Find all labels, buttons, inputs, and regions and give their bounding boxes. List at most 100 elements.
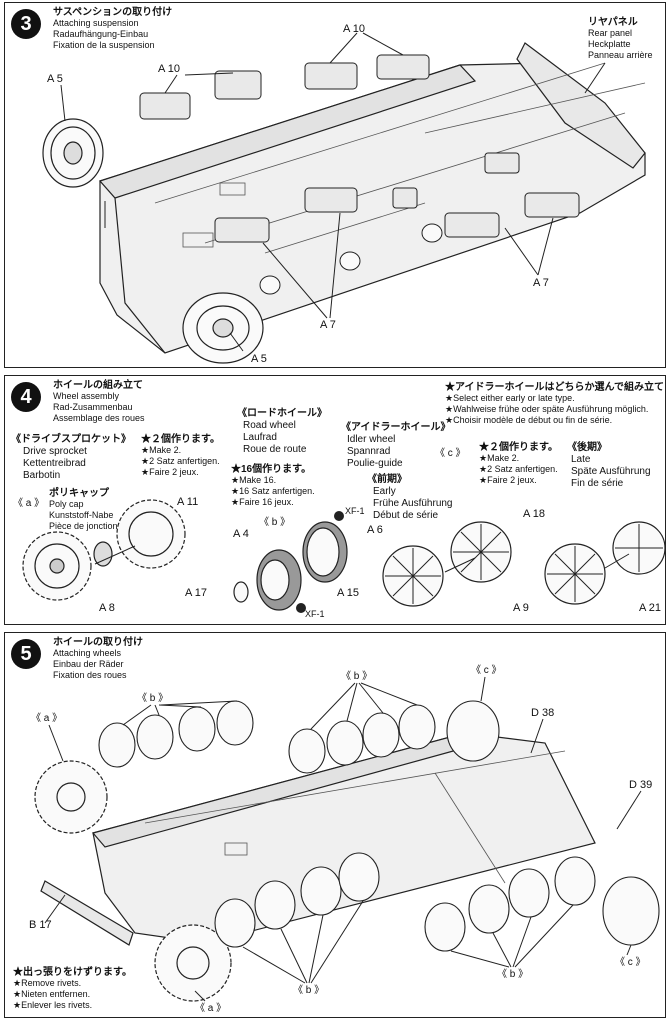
road-wheel-de: Laufrad <box>243 432 277 443</box>
step-number-badge: 5 <box>11 639 41 669</box>
make-2-fr: ★Faire 2 jeux. <box>479 475 537 485</box>
drive-sprocket-jp: 《ドライブスプロケット》 <box>11 434 131 445</box>
late-fr: Fin de série <box>571 478 624 489</box>
rear-panel-fr: Panneau arrière <box>588 50 653 60</box>
part-label-a7: A 7 <box>320 319 336 331</box>
step-title-fr: Fixation de la suspension <box>53 40 155 50</box>
part-label-a21: A 21 <box>639 602 662 614</box>
step-title-de: Rad-Zusammenbau <box>53 402 133 412</box>
variant-label-a: 《 a 》 <box>195 1003 227 1014</box>
step-title-jp: ホイールの取り付け <box>53 637 143 648</box>
variant-label-a: 《 a 》 <box>13 498 45 509</box>
rear-panel-en: Rear panel <box>588 28 633 38</box>
step-title-fr: Fixation des roues <box>53 670 127 680</box>
poly-cap-callout: ポリキャップ Poly cap Kunststoff-Nabe Pièce de… <box>49 488 118 532</box>
make-16-jp: ★16個作ります。 <box>231 464 312 475</box>
idler-wheel-de: Spannrad <box>347 446 391 457</box>
part-label-a6: A 6 <box>367 524 383 536</box>
part-label-a18: A 18 <box>523 508 546 520</box>
variant-label-b: 《 b 》 <box>497 969 529 980</box>
idler-note-jp: ★アイドラーホイールはどちらか選んで組み立てます。 <box>445 382 665 393</box>
remove-rivets-en: ★Remove rivets. <box>13 978 82 988</box>
road-wheel-en: Road wheel <box>243 420 296 431</box>
make-16-en: ★Make 16. <box>231 475 277 485</box>
part-label-a5: A 5 <box>251 353 267 365</box>
step-title-block: サスペンションの取り付け Attaching suspension Radauf… <box>53 7 172 51</box>
step-title-fr: Assemblage des roues <box>53 413 145 423</box>
part-label-a5: A 5 <box>47 73 63 85</box>
road-wheel-caption: 《ロードホイール》 Road wheel Laufrad Roue de rou… <box>237 408 327 456</box>
step-title-block: ホイールの組み立て Wheel assembly Rad-Zusammenbau… <box>53 380 145 424</box>
step-title-jp: ホイールの組み立て <box>53 380 143 391</box>
remove-rivets-de: ★Nieten entfernen. <box>13 989 91 999</box>
late-de: Späte Ausführung <box>571 466 651 477</box>
late-caption: 《後期》 Late Späte Ausführung Fin de série <box>567 442 651 490</box>
step-title-en: Wheel assembly <box>53 391 120 401</box>
part-label-a10: A 10 <box>158 63 181 75</box>
suspension-assembly-drawing <box>42 32 646 364</box>
part-label-a15: A 15 <box>337 587 360 599</box>
poly-cap-en: Poly cap <box>49 499 84 509</box>
road-wheel-jp: 《ロードホイール》 <box>237 408 327 419</box>
paint-label-xf1: XF-1 <box>345 506 365 516</box>
poly-cap-jp: ポリキャップ <box>49 488 109 499</box>
part-label-a10: A 10 <box>343 23 366 35</box>
variant-label-a: 《 a 》 <box>31 713 63 724</box>
make-2-jp: ★２個作ります。 <box>141 434 220 445</box>
variant-label-b: 《 b 》 <box>341 671 373 682</box>
wheel-assembly-drawing <box>22 499 665 613</box>
step-title-en: Attaching wheels <box>53 648 122 658</box>
idler-wheel-caption: 《アイドラーホイール》 Idler wheel Spannrad Poulie-… <box>341 422 451 470</box>
early-jp: 《前期》 <box>367 474 407 485</box>
part-label-a9: A 9 <box>513 602 529 614</box>
part-label-a8: A 8 <box>99 602 115 614</box>
variant-label-c: 《 c 》 <box>615 957 646 968</box>
make-2-jp: ★２個作ります。 <box>479 442 558 453</box>
late-en: Late <box>571 454 591 465</box>
make-16-fr: ★Faire 16 jeux. <box>231 497 294 507</box>
variant-label-c: 《 c 》 <box>471 665 502 676</box>
early-caption: 《前期》 Early Frühe Ausführung Début de sér… <box>367 474 453 522</box>
early-de: Frühe Ausführung <box>373 498 453 509</box>
part-label-a4: A 4 <box>233 528 249 540</box>
make-2-en: ★Make 2. <box>479 453 520 463</box>
wheel-installation-drawing <box>34 676 660 1002</box>
idler-note-fr: ★Choisir modèle de début ou fin de série… <box>445 415 613 425</box>
idler-wheel-en: Idler wheel <box>347 434 396 445</box>
drive-sprocket-de: Kettentreibrad <box>23 458 86 469</box>
part-label-a17: A 17 <box>185 587 208 599</box>
rear-panel-jp: リヤパネル <box>588 17 638 28</box>
late-jp: 《後期》 <box>567 442 607 453</box>
part-label-d39: D 39 <box>629 779 653 791</box>
part-label-d38: D 38 <box>531 707 555 719</box>
make-2-note-a: ★２個作ります。 ★Make 2. ★2 Satz anfertigen. ★F… <box>141 434 220 478</box>
idler-note-de: ★Wahlweise frühe oder späte Ausführung m… <box>445 404 649 414</box>
make-16-de: ★16 Satz anfertigen. <box>231 486 315 496</box>
poly-cap-de: Kunststoff-Nabe <box>49 510 114 520</box>
part-label-a11: A 11 <box>177 496 199 508</box>
step-title-de: Einbau der Räder <box>53 659 124 669</box>
remove-rivets-fr: ★Enlever les rivets. <box>13 1000 93 1010</box>
step-title-jp: サスペンションの取り付け <box>53 7 173 18</box>
step-title-de: Radaufhängung-Einbau <box>53 29 149 39</box>
make-2-fr: ★Faire 2 jeux. <box>141 467 199 477</box>
variant-label-b: 《 b 》 <box>293 985 325 996</box>
step-number-badge: 3 <box>11 9 41 39</box>
make-2-en: ★Make 2. <box>141 445 182 455</box>
paint-label-xf1: XF-1 <box>305 609 325 619</box>
step-3-panel: 3 サスペンションの取り付け Attaching suspension Rada… <box>4 2 666 368</box>
step-5-panel: 5 ホイールの取り付け Attaching wheels Einbau der … <box>4 632 666 1018</box>
part-label-a7: A 7 <box>533 277 549 289</box>
idler-wheel-jp: 《アイドラーホイール》 <box>341 422 451 433</box>
step-title-en: Attaching suspension <box>53 18 139 28</box>
early-fr: Début de série <box>373 510 439 521</box>
remove-rivets-jp: ★出っ張りをけずります。 <box>13 967 132 978</box>
make-16-note: ★16個作ります。 ★Make 16. ★16 Satz anfertigen.… <box>231 464 315 508</box>
remove-rivets-note: ★出っ張りをけずります。 ★Remove rivets. ★Nieten ent… <box>13 967 132 1011</box>
idler-note-en: ★Select either early or late type. <box>445 393 575 403</box>
make-2-de: ★2 Satz anfertigen. <box>141 456 220 466</box>
make-2-note-c: ★２個作ります。 ★Make 2. ★2 Satz anfertigen. ★F… <box>479 442 558 486</box>
step-4-panel: 4 ホイールの組み立て Wheel assembly Rad-Zusammenb… <box>4 375 666 625</box>
poly-cap-fr: Pièce de jonction <box>49 521 118 531</box>
